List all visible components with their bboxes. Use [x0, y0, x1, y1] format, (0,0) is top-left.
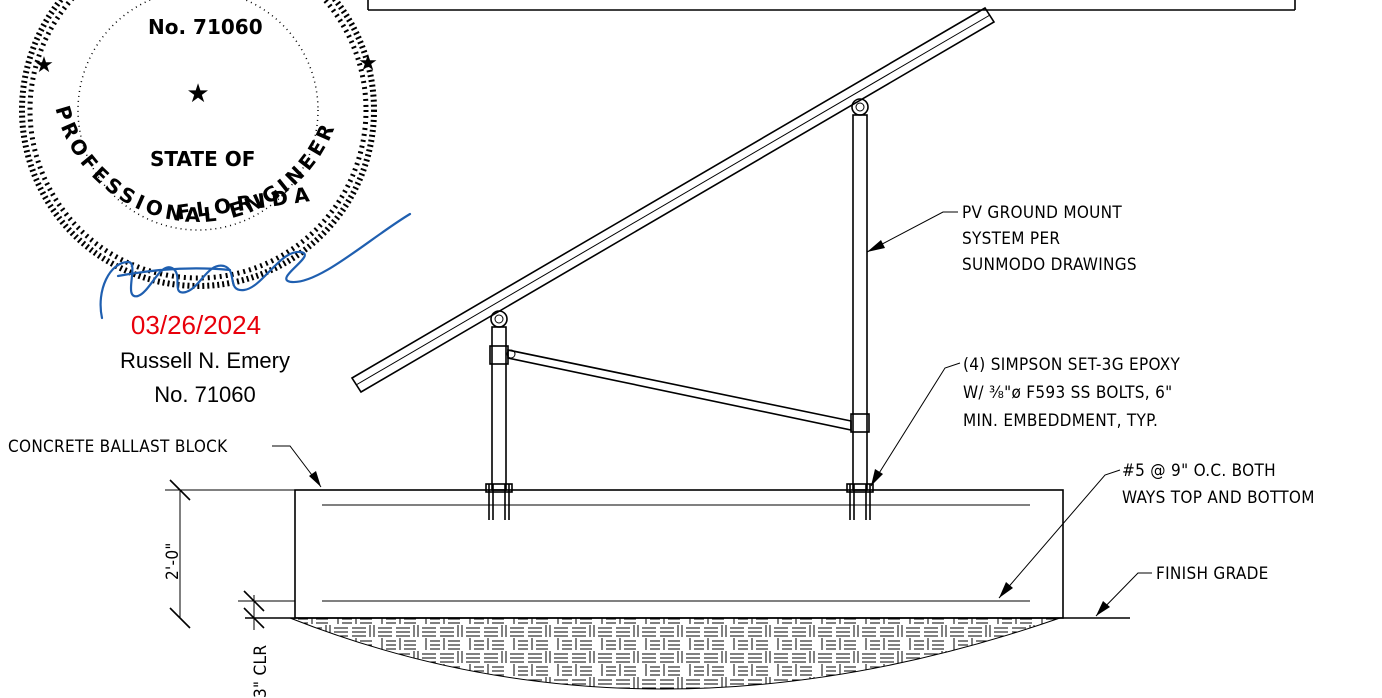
concrete-ballast-block	[294, 489, 1064, 619]
epoxy-note-line-2: W/ ⅜"ø F593 SS BOLTS, 6"	[963, 383, 1172, 403]
engineer-signature	[99, 212, 412, 320]
rebar-note-line-1: #5 @ 9" O.C. BOTH	[1122, 461, 1276, 481]
seal-license-number: No. 71060	[148, 15, 263, 39]
dimension-clearance	[238, 590, 295, 630]
pv-panel	[350, 6, 996, 394]
callout-leader-epoxy	[870, 362, 961, 487]
clearance-label: 3" CLR	[251, 645, 271, 698]
earth-hatch-boundary	[289, 617, 1061, 690]
ground-mount-note-line-3: SUNMODO DRAWINGS	[962, 255, 1137, 275]
rear-post	[850, 98, 870, 491]
ground-mount-note-line-1: PV GROUND MOUNT	[962, 203, 1122, 223]
title-box-frame	[367, 0, 1296, 11]
diagonal-brace	[506, 349, 852, 431]
signature-name: Russell N. Emery	[120, 348, 290, 373]
dimension-block-height	[165, 479, 295, 629]
callout-leader-finish-grade	[1095, 572, 1152, 617]
seal-star-right-icon: ★	[358, 50, 378, 75]
signature-date: 03/26/2024	[131, 310, 261, 340]
front-post	[489, 310, 509, 491]
seal-star-left-icon: ★	[34, 52, 54, 77]
callout-leader-ballast-block	[272, 445, 322, 488]
callout-leader-rebar	[998, 469, 1121, 599]
seal-state-of: STATE OF	[150, 147, 255, 171]
seal-star-icon: ★	[186, 79, 209, 108]
ground-mount-note-line-2: SYSTEM PER	[962, 229, 1060, 249]
rebar-note-line-2: WAYS TOP AND BOTTOM	[1122, 488, 1315, 508]
earth-hatch	[290, 618, 1060, 689]
epoxy-note-line-1: (4) SIMPSON SET-3G EPOXY	[963, 355, 1181, 375]
callout-leader-ground-mount	[866, 211, 958, 253]
finish-grade-note: FINISH GRADE	[1156, 564, 1269, 584]
engineer-seal: No. 71060 ★ ★ ★ STATE OF FLORIDA PROFESS…	[19, 0, 378, 289]
ballast-block-note: CONCRETE BALLAST BLOCK	[8, 437, 228, 457]
signature-number: No. 71060	[154, 382, 256, 407]
block-height-label: 2'-0"	[163, 542, 183, 580]
epoxy-note-line-3: MIN. EMBEDDMENT, TYP.	[963, 411, 1158, 431]
